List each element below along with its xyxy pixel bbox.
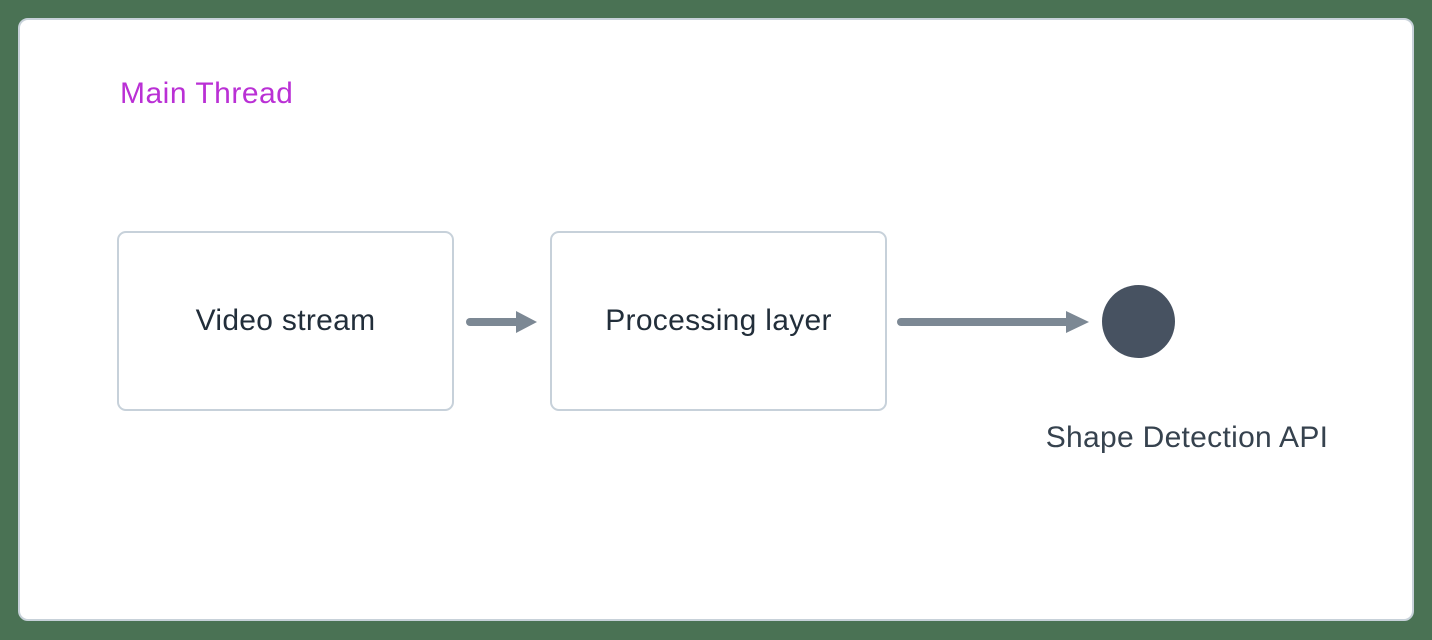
node-label: Video stream [195, 304, 376, 337]
main-thread-panel: Main Thread Video stream Processing laye… [18, 18, 1414, 621]
arrow-right-icon [897, 311, 1089, 333]
shape-detection-node-icon [1102, 285, 1175, 358]
shape-detection-api-label: Shape Detection API [1045, 421, 1329, 454]
node-processing-layer: Processing layer [550, 231, 887, 411]
node-label: Processing layer [605, 304, 832, 337]
arrow-right-icon [466, 311, 537, 333]
node-video-stream: Video stream [117, 231, 454, 411]
main-thread-label: Main Thread [120, 77, 294, 110]
